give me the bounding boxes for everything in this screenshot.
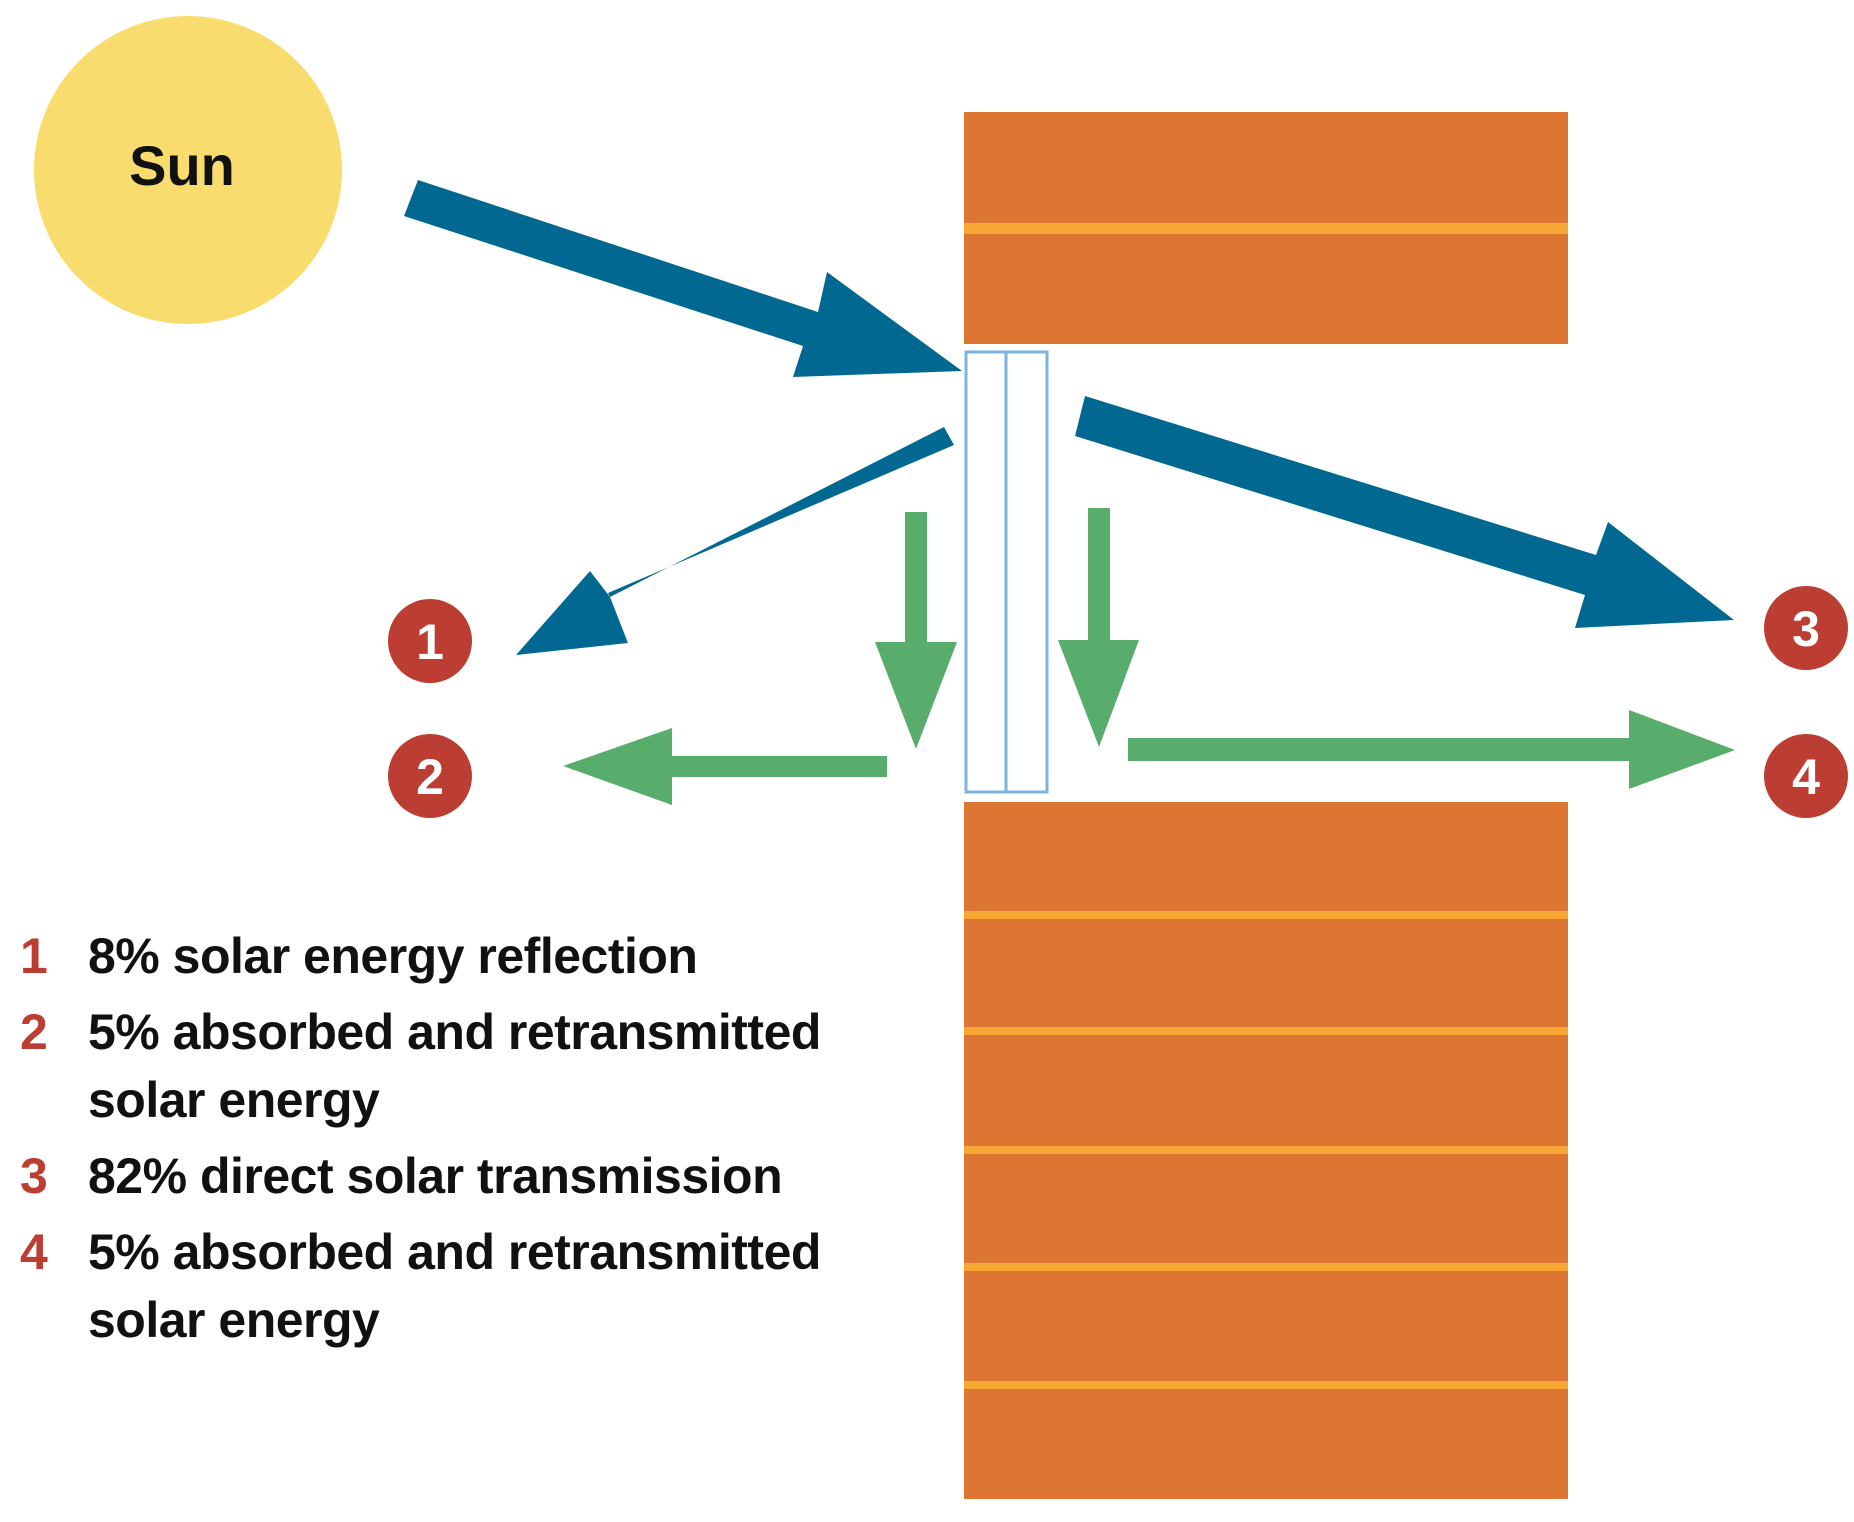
- lower-wall-mortar-line: [964, 1027, 1568, 1035]
- upper-wall: [964, 112, 1568, 344]
- legend-item-3: 3 82% direct solar transmission: [20, 1142, 920, 1210]
- legend-text-line: 5% absorbed and retransmitted: [88, 1004, 821, 1060]
- sun-circle: [34, 16, 342, 324]
- legend-text-line: solar energy: [88, 1292, 380, 1348]
- retransmit-left-arrow: [563, 728, 887, 805]
- sun: Sun: [34, 16, 342, 324]
- badge-1-label: 1: [416, 614, 444, 670]
- legend-text-line: 82% direct solar transmission: [88, 1148, 783, 1204]
- badge-1: 1: [388, 599, 472, 683]
- badge-3-circle: [1764, 586, 1848, 670]
- legend-item-1: 1 8% solar energy reflection: [20, 922, 920, 990]
- badge-4-label: 4: [1792, 749, 1820, 805]
- badge-3-label: 3: [1792, 601, 1820, 657]
- direct-transmission-arrow: [1075, 396, 1734, 628]
- lower-wall-mortar-line: [964, 1381, 1568, 1389]
- reflection-arrow: [516, 427, 954, 655]
- legend-number: 2: [20, 1004, 48, 1060]
- upper-wall-mortar-line: [964, 223, 1568, 234]
- badge-4: 4: [1764, 734, 1848, 818]
- legend-item-2: 2 5% absorbed and retransmitted solar en…: [20, 998, 920, 1134]
- badge-2-label: 2: [416, 749, 444, 805]
- legend-text-line: solar energy: [88, 1072, 380, 1128]
- legend-number: 3: [20, 1148, 48, 1204]
- legend-text: 82% direct solar transmission: [88, 1142, 920, 1210]
- lower-wall: [964, 802, 1568, 1499]
- legend: 1 8% solar energy reflection 2 5% absorb…: [20, 922, 920, 1362]
- legend-number: 1: [20, 928, 48, 984]
- badge-4-circle: [1764, 734, 1848, 818]
- legend-text: 5% absorbed and retransmitted solar ener…: [88, 998, 920, 1134]
- badge-2-circle: [388, 734, 472, 818]
- incoming-solar-arrow: [404, 180, 962, 377]
- legend-text: 8% solar energy reflection: [88, 922, 920, 990]
- legend-item-4: 4 5% absorbed and retransmitted solar en…: [20, 1218, 920, 1354]
- legend-number: 4: [20, 1224, 48, 1280]
- badge-1-circle: [388, 599, 472, 683]
- legend-text-line: 8% solar energy reflection: [88, 928, 698, 984]
- sun-label: Sun: [129, 134, 235, 197]
- lower-wall-mortar-line: [964, 911, 1568, 919]
- window-glazing: [964, 350, 1049, 794]
- badge-3: 3: [1764, 586, 1848, 670]
- badge-2: 2: [388, 734, 472, 818]
- legend-text: 5% absorbed and retransmitted solar ener…: [88, 1218, 920, 1354]
- lower-wall-mortar-line: [964, 1146, 1568, 1154]
- legend-text-line: 5% absorbed and retransmitted: [88, 1224, 821, 1280]
- retransmit-down-arrow-outer: [875, 512, 957, 749]
- retransmit-down-arrow-inner: [1058, 508, 1139, 747]
- lower-wall-mortar-line: [964, 1263, 1568, 1271]
- retransmit-right-arrow: [1128, 710, 1735, 789]
